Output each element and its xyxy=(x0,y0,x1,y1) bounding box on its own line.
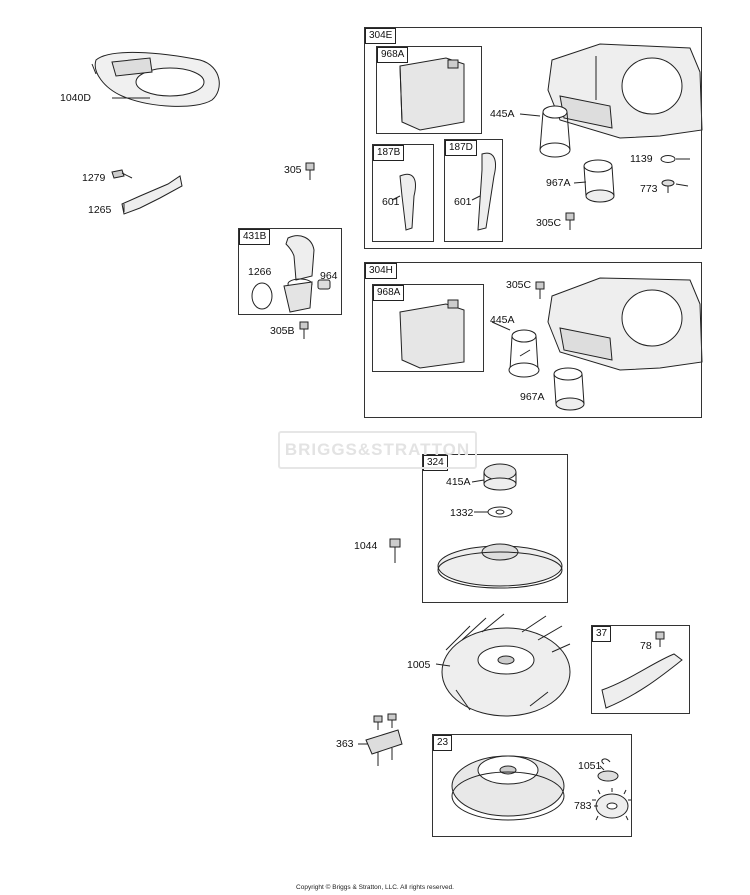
cap-415a-part xyxy=(483,463,517,491)
screw-305c-a-part xyxy=(565,212,575,230)
part-label-305b: 305B xyxy=(270,325,295,337)
part-label-1044: 1044 xyxy=(354,540,378,552)
part-label-305: 305 xyxy=(284,164,302,176)
part-label-1051: 1051 xyxy=(578,760,602,772)
group-tag-431b: 431B xyxy=(239,229,271,245)
part-label-445a-2: 445A xyxy=(490,314,515,326)
air-cleaner-cover-968a-b-part xyxy=(399,299,465,369)
part-label-1139: 1139 xyxy=(630,153,653,165)
flywheel-23-part xyxy=(451,755,565,821)
cover-1040d-part xyxy=(91,51,220,107)
group-tag-187b: 187B xyxy=(373,145,405,161)
blower-housing-304h-part xyxy=(547,277,703,371)
part-label-964: 964 xyxy=(320,270,338,282)
part-label-1279: 1279 xyxy=(82,172,106,184)
gear-783-part xyxy=(592,788,632,821)
part-label-601-2: 601 xyxy=(454,196,472,208)
screw-78-part xyxy=(655,631,665,647)
brand-watermark: BRIGGS&STRATTON xyxy=(278,431,477,469)
rotating-screen-324-part xyxy=(437,543,563,589)
screw-773-part xyxy=(661,179,675,193)
copyright-notice: Copyright © Briggs & Stratton, LLC. All … xyxy=(296,884,454,891)
part-label-601-1: 601 xyxy=(382,196,400,208)
group-tag-23: 23 xyxy=(433,735,453,751)
part-label-78: 78 xyxy=(640,640,652,652)
part-label-1266: 1266 xyxy=(248,266,272,278)
blower-housing-304e-part xyxy=(547,43,703,139)
air-guide-37-part xyxy=(601,653,683,709)
part-label-1040d: 1040D xyxy=(60,92,91,104)
screw-305c-b-part xyxy=(535,281,545,299)
part-label-1332: 1332 xyxy=(450,507,474,519)
breather-tube-601-b-part xyxy=(477,152,496,231)
group-tag-304h: 304H xyxy=(365,263,397,279)
group-tag-304e: 304E xyxy=(365,28,397,44)
screw-305-part xyxy=(305,162,315,180)
screw-1044-part xyxy=(389,538,401,563)
part-label-1265: 1265 xyxy=(88,204,112,216)
part-label-967a-1: 967A xyxy=(546,177,571,189)
part-label-363: 363 xyxy=(336,738,354,750)
air-cleaner-cover-968a-part xyxy=(399,57,465,131)
kit-box-187b xyxy=(372,144,434,242)
clip-1051-part xyxy=(597,758,619,782)
elbow-1266-part xyxy=(251,235,315,313)
kit-box-968a-1 xyxy=(376,46,482,134)
part-label-783: 783 xyxy=(574,800,592,812)
screw-1279-part xyxy=(111,169,133,179)
group-tag-968a-1: 968A xyxy=(377,47,409,63)
gasket-1139-part xyxy=(660,155,676,163)
plug-964-part xyxy=(317,279,331,290)
breather-tube-601-a-part xyxy=(399,173,416,231)
kit-box-187d xyxy=(444,139,503,242)
part-label-445a-1: 445A xyxy=(490,108,515,120)
pre-cleaner-967a-part xyxy=(583,159,615,203)
kit-box-23 xyxy=(432,734,632,837)
part-label-415a: 415A xyxy=(446,476,471,488)
kit-box-968a-2 xyxy=(372,284,484,372)
group-tag-187d: 187D xyxy=(445,140,477,156)
armature-363-part xyxy=(365,713,403,766)
kit-box-37 xyxy=(591,625,690,714)
part-label-967a-2: 967A xyxy=(520,391,545,403)
part-label-305c-2: 305C xyxy=(506,279,532,291)
kit-box-324 xyxy=(422,454,568,603)
group-tag-37: 37 xyxy=(592,626,612,642)
part-label-305c-1: 305C xyxy=(536,217,562,229)
filter-445a-b-part xyxy=(508,329,540,378)
kit-box-304e xyxy=(364,27,702,249)
part-label-773: 773 xyxy=(640,183,658,195)
group-tag-968a-2: 968A xyxy=(373,285,405,301)
part-label-1005: 1005 xyxy=(407,659,431,671)
kit-box-304h xyxy=(364,262,702,418)
screw-305b-part xyxy=(299,321,309,339)
fan-1005-part xyxy=(441,613,571,717)
filter-445a-part xyxy=(539,105,571,158)
pre-cleaner-967a-b-part xyxy=(553,367,585,411)
kit-box-431b xyxy=(238,228,342,315)
bracket-1265-part xyxy=(121,175,183,215)
